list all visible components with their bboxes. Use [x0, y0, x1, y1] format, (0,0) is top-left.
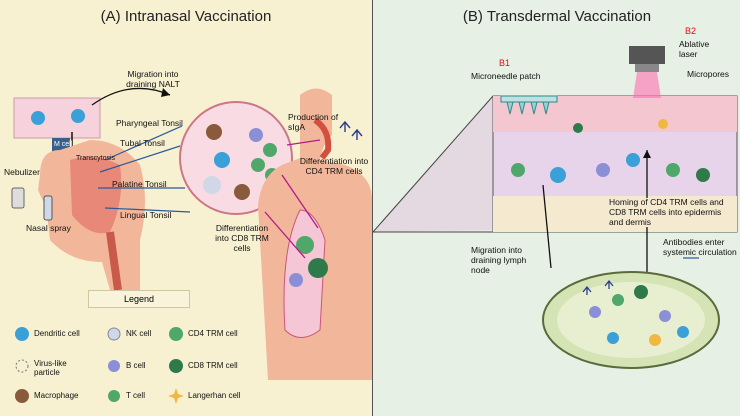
legend-nk: NK cell [126, 329, 152, 338]
siga-label: Production of sIgA [288, 112, 339, 132]
lingual-tonsil-label: Lingual Tonsil [120, 210, 172, 220]
nasal-cavity [70, 156, 122, 234]
microneedle-label: Microneedle patch [471, 71, 541, 81]
dendritic-cell-icon [31, 109, 85, 125]
diff-cd8-label: Differentiation into CD8 TRM cells [215, 223, 269, 253]
virus-like-particle-icon [15, 359, 29, 373]
nk-cell-icon [107, 327, 121, 341]
nebulizer-device [11, 187, 25, 209]
skin-cells [511, 119, 710, 183]
t-cell-icon [108, 390, 120, 402]
panel-a-title: (A) Intranasal Vaccination [100, 8, 272, 25]
dendritic-cell-icon [15, 327, 29, 341]
cd8-trm-cell-icon [169, 359, 183, 373]
panel-a-illustration [11, 87, 372, 380]
torso-airway [313, 117, 332, 160]
m-cell-label: M cell [54, 141, 73, 148]
ablative-laser-device [629, 46, 665, 64]
homing-label: Homing of CD4 TRM cells and CD8 TRM cell… [609, 197, 733, 228]
pharyngeal-tonsil-label: Pharyngeal Tonsil [116, 118, 183, 128]
legend-macrophage: Macrophage [34, 391, 79, 400]
nebulizer-label: Nebulizer [4, 167, 40, 177]
migration-arrow [91, 87, 171, 106]
airway [106, 231, 122, 291]
legend-vlp: Virus-like particle [34, 359, 67, 377]
legend-cd4: CD4 TRM cell [188, 329, 238, 338]
panel-intranasal: (A) Intranasal Vaccination [0, 0, 372, 416]
migration-lymph-arrow [542, 184, 552, 269]
cd4-trm-cell-icon [169, 327, 183, 341]
nasal-epithelium [13, 97, 101, 139]
panel-transdermal: (B) Transdermal Vaccination [372, 0, 740, 416]
legend-b-cell: B cell [126, 361, 146, 370]
legend: Legend Dendritic cell Virus-like particl… [0, 290, 300, 416]
migration-nalt-label: Migration into draining NALT [126, 69, 180, 89]
legend-t-cell: T cell [126, 391, 145, 400]
lymph-node-inner [557, 282, 705, 358]
microneedles [506, 101, 550, 115]
b2-label: B2 [685, 26, 697, 36]
macrophage-icon [15, 389, 29, 403]
laser-beam [633, 72, 661, 98]
transcytosis-label: Transcytosis [76, 155, 116, 162]
legend-icons [15, 327, 184, 404]
b1-label: B1 [499, 58, 511, 68]
nasal-spray-bottle [43, 195, 53, 221]
b-cell-icon [108, 360, 120, 372]
arrow-head [643, 150, 651, 158]
tubal-tonsil-label: Tubal Tonsil [120, 138, 165, 148]
microneedle-patch [500, 95, 558, 103]
panel-b-title: (B) Transdermal Vaccination [462, 8, 652, 25]
differentiation-arrows [264, 139, 321, 259]
ablative-label: Ablative laser [679, 39, 710, 59]
migration-lymph-label: Migration into draining lymph node [471, 245, 527, 275]
laser-nozzle [635, 64, 659, 72]
diff-cd4-label: Differentiation into CD4 TRM cells [299, 156, 369, 176]
legend-cd8: CD8 TRM cell [188, 361, 238, 370]
lung-t-cells [289, 236, 328, 287]
legend-title: Legend [88, 290, 190, 308]
legend-dendritic: Dendritic cell [34, 329, 80, 338]
arrow-head [161, 88, 170, 97]
frame-line [373, 95, 494, 233]
lymph-node-cells [589, 285, 689, 346]
antibodies-label: Antibodies enter systemic circulation [663, 237, 737, 257]
tonsil-leader-lines [98, 125, 191, 213]
antibody-icons [582, 279, 614, 295]
langerhan-cell-icon [168, 388, 184, 404]
legend-langerhan: Langerhan cell [188, 391, 241, 400]
left-lung [283, 209, 326, 338]
siga-antibody-icon [339, 120, 363, 140]
micropores-label: Micropores [687, 69, 730, 79]
nasal-spray-label: Nasal spray [26, 223, 71, 233]
palatine-tonsil-label: Palatine Tonsil [112, 179, 167, 189]
